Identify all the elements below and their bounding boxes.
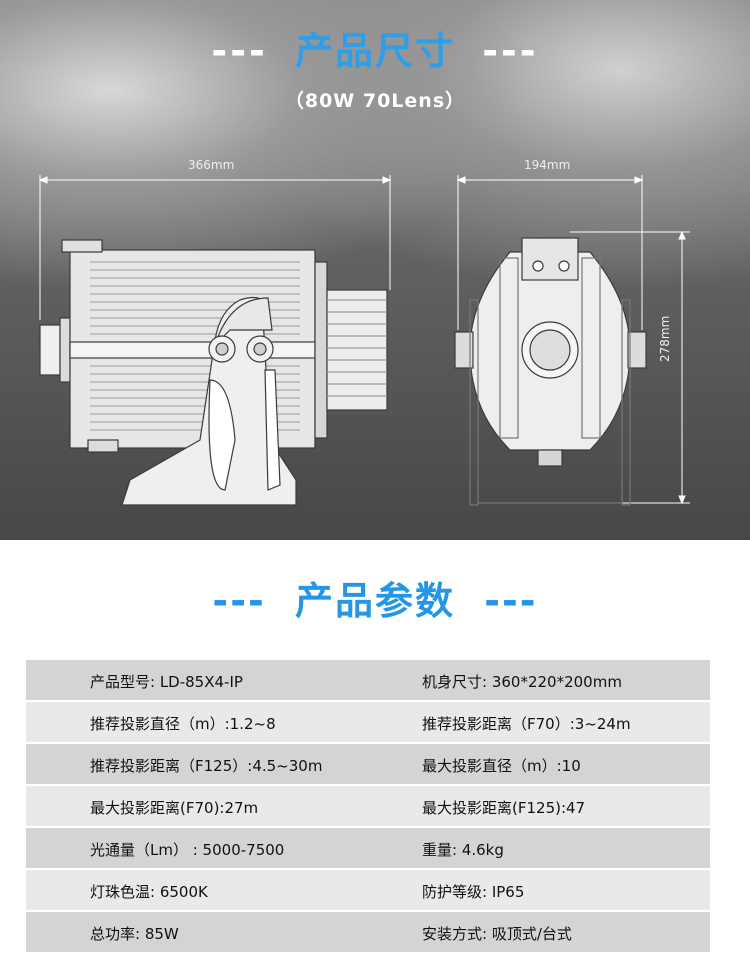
param-cell-left: 总功率: 85W bbox=[90, 925, 179, 943]
param-row: 推荐投影距离（F125）:4.5~30m 最大投影直径（m）:10 bbox=[26, 744, 710, 786]
title-dash-right: --- bbox=[482, 29, 539, 73]
title-dash-left: --- bbox=[211, 29, 268, 73]
param-row: 推荐投影直径（m）:1.2~8 推荐投影距离（F70）:3~24m bbox=[26, 702, 710, 744]
params-title-text: 产品参数 bbox=[294, 579, 455, 623]
param-cell-right: 最大投影直径（m）:10 bbox=[422, 757, 581, 775]
front-view-drawing bbox=[454, 237, 647, 506]
size-title-text: 产品尺寸 bbox=[294, 29, 455, 73]
param-cell-left: 最大投影距离(F70):27m bbox=[90, 799, 259, 817]
param-cell-right: 重量: 4.6kg bbox=[422, 841, 504, 859]
param-cell-right: 最大投影距离(F125):47 bbox=[422, 799, 586, 817]
params-dash-right: --- bbox=[484, 579, 538, 623]
param-cell-right: 机身尺寸: 360*220*200mm bbox=[422, 673, 622, 691]
product-drawings bbox=[38, 175, 690, 506]
dimension-lines bbox=[38, 175, 690, 505]
param-row: 光通量（Lm） : 5000-7500 重量: 4.6kg bbox=[26, 828, 710, 870]
param-cell-left: 光通量（Lm） : 5000-7500 bbox=[90, 841, 285, 859]
param-row: 产品型号: LD-85X4-IP 机身尺寸: 360*220*200mm bbox=[26, 660, 710, 702]
param-cell-right: 安装方式: 吸顶式/台式 bbox=[422, 925, 572, 943]
size-section-title: --- 产品尺寸 --- bbox=[0, 20, 750, 75]
param-row: 灯珠色温: 6500K 防护等级: IP65 bbox=[26, 870, 710, 912]
param-cell-left: 产品型号: LD-85X4-IP bbox=[90, 673, 243, 691]
param-cell-left: 灯珠色温: 6500K bbox=[90, 883, 208, 901]
param-row: 总功率: 85W 安装方式: 吸顶式/台式 bbox=[26, 912, 710, 954]
dim-width-side-label: 366mm bbox=[188, 158, 235, 172]
param-cell-left: 推荐投影距离（F125）:4.5~30m bbox=[90, 757, 323, 775]
size-subtitle: （80W 70Lens） bbox=[284, 90, 466, 112]
param-cell-left: 推荐投影直径（m）:1.2~8 bbox=[90, 715, 276, 733]
params-section-title: --- 产品参数 --- bbox=[0, 570, 750, 625]
side-view-drawing bbox=[39, 239, 388, 506]
param-row: 最大投影距离(F70):27m 最大投影距离(F125):47 bbox=[26, 786, 710, 828]
dim-width-front-label: 194mm bbox=[524, 158, 571, 172]
param-cell-right: 推荐投影距离（F70）:3~24m bbox=[422, 715, 631, 733]
params-table: 产品型号: LD-85X4-IP 机身尺寸: 360*220*200mm 推荐投… bbox=[26, 660, 710, 954]
param-cell-right: 防护等级: IP65 bbox=[422, 883, 525, 901]
params-dash-left: --- bbox=[212, 579, 266, 623]
